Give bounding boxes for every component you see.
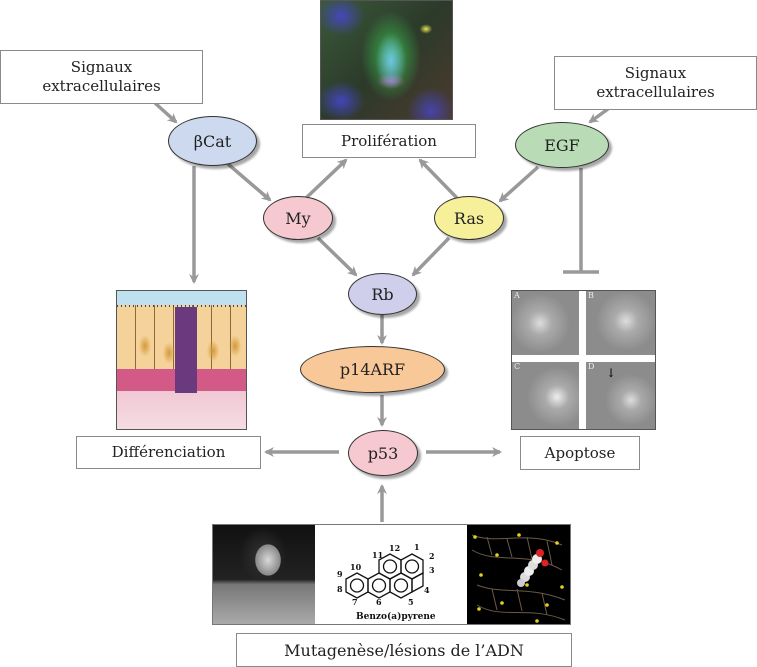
smoking-woman-photo (213, 525, 315, 624)
mitotic-spindle-image (320, 0, 453, 120)
edge-egf-ras (498, 165, 540, 203)
benzopyrene-rings: 12 1 2 3 4 5 6 7 8 9 10 11 Benzo(a)pyren… (337, 542, 436, 622)
apoptosis-panel-d: D ↓ (586, 362, 655, 429)
signals-box-left: Signaux extracellulaires (0, 50, 203, 104)
edge-my-proliferation (304, 158, 348, 200)
position-12: 12 (389, 543, 400, 553)
edge-signals-right-egf (588, 107, 610, 124)
position-4: 4 (424, 585, 430, 595)
position-5: 5 (408, 597, 414, 607)
position-3: 3 (429, 565, 435, 575)
node-egf: EGF (515, 122, 609, 168)
edge-bcat-my (226, 162, 272, 202)
position-8: 8 (337, 584, 343, 594)
node-p53: p53 (348, 430, 418, 476)
panel-label-a: A (514, 291, 520, 300)
arrow-down-icon: ↓ (606, 366, 617, 380)
node-rb: Rb (348, 273, 417, 315)
edge-signals-left-bcat (153, 101, 178, 124)
panel-label-d: D (588, 362, 595, 371)
benzopyrene-structure: 12 1 2 3 4 5 6 7 8 9 10 11 Benzo(a)pyren… (316, 525, 466, 624)
node-bcat: βCat (168, 116, 257, 166)
position-6: 6 (376, 597, 382, 607)
edge-my-rb (316, 236, 358, 277)
dna-helix (471, 533, 566, 623)
position-9: 9 (337, 569, 343, 579)
node-my: My (263, 196, 333, 240)
dna-adduct-model (467, 525, 570, 624)
edge-ras-proliferation (418, 158, 459, 200)
apoptosis-panel-b: B (586, 291, 655, 355)
position-11: 11 (372, 550, 383, 560)
position-7: 7 (352, 597, 358, 607)
panel-label-b: B (588, 291, 594, 300)
signals-box-right: Signaux extracellulaires (554, 56, 757, 110)
node-p14arf: p14ARF (300, 346, 445, 393)
apoptosis-panel-c: C (512, 362, 579, 429)
benzopyrene-title: Benzo(a)pyrene (356, 611, 436, 622)
apoptosis-image: A B C D ↓ (511, 290, 656, 430)
edge-ras-rb (411, 236, 451, 277)
mutagenesis-images: 12 1 2 3 4 5 6 7 8 9 10 11 Benzo(a)pyren… (212, 524, 571, 625)
position-10: 10 (350, 562, 362, 572)
position-1: 1 (414, 542, 420, 552)
epithelium-image (116, 290, 247, 430)
apoptosis-box: Apoptose (520, 436, 640, 470)
node-ras: Ras (434, 196, 504, 240)
proliferation-box: Prolifération (302, 124, 476, 158)
differentiation-box: Différenciation (76, 436, 261, 469)
panel-label-c: C (514, 362, 521, 371)
apoptosis-panel-a: A (512, 291, 579, 355)
mutagenesis-box: Mutagenèse/lésions de l’ADN (236, 633, 572, 667)
position-2: 2 (429, 551, 435, 561)
